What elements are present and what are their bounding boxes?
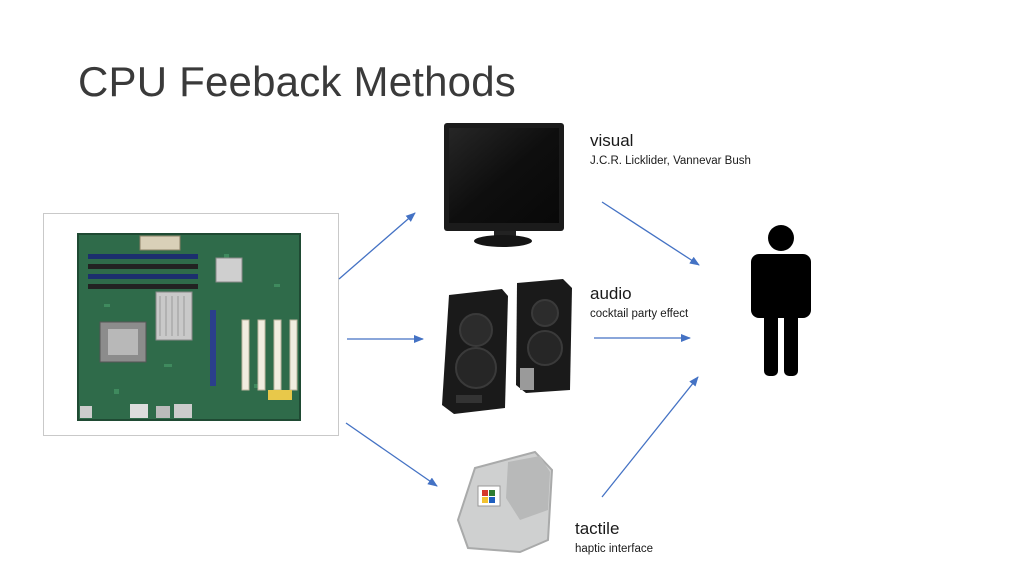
arrow-board-to-tactile [345, 422, 438, 487]
label-visual-detail: J.C.R. Licklider, Vannevar Bush [590, 155, 751, 167]
arrow-board-to-visual [338, 212, 416, 280]
motherboard-picture [43, 213, 339, 436]
label-audio: audio cocktail party effect [590, 284, 688, 320]
label-audio-detail: cocktail party effect [590, 308, 689, 320]
label-visual: visual J.C.R. Licklider, Vannevar Bush [590, 131, 751, 167]
arrow-tactile-to-person [601, 376, 699, 498]
slide-title: CPU Feeback Methods [78, 58, 516, 105]
speakers-icon [442, 279, 572, 414]
label-audio-heading: audio [590, 284, 632, 303]
rumble-pak-icon [456, 450, 554, 554]
arrow-visual-to-person [601, 201, 700, 266]
label-tactile-detail: haptic interface [575, 543, 653, 555]
person-icon [751, 225, 811, 376]
monitor-icon [444, 123, 564, 247]
label-tactile: tactile haptic interface [575, 519, 653, 555]
label-tactile-heading: tactile [575, 519, 620, 538]
motherboard-icon [77, 233, 301, 421]
label-visual-heading: visual [590, 131, 634, 150]
